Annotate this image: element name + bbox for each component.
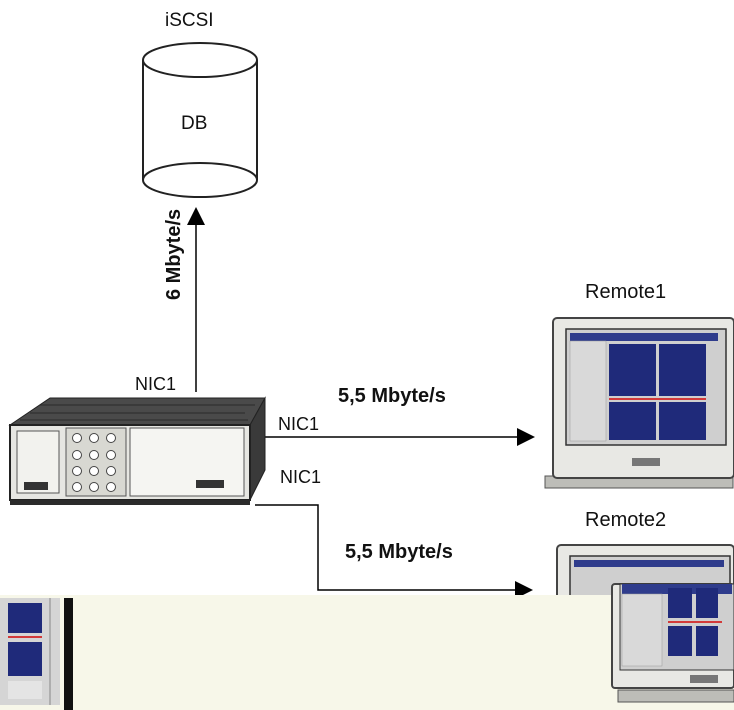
remote1-monitor xyxy=(544,317,734,489)
remote2-nic-label: NIC1 xyxy=(280,467,322,487)
remote2-rate-label: 5,5 Mbyte/s xyxy=(345,541,453,563)
remote2-monitor xyxy=(556,544,734,601)
remote1-label: Remote1 xyxy=(585,281,667,303)
remote1-nic-label: NIC1 xyxy=(278,414,320,434)
uplink-rate-label: 6 Mbyte/s xyxy=(163,208,185,300)
server-device xyxy=(8,396,266,505)
remote1-rate-label: 5,5 Mbyte/s xyxy=(338,385,446,407)
remote2-arrow xyxy=(255,504,533,599)
database-cylinder xyxy=(142,42,258,198)
remote2-label: Remote2 xyxy=(585,509,667,531)
iscsi-label: iSCSI xyxy=(165,10,214,31)
db-label: DB xyxy=(181,113,208,134)
uplink-nic-label: NIC1 xyxy=(135,374,177,394)
